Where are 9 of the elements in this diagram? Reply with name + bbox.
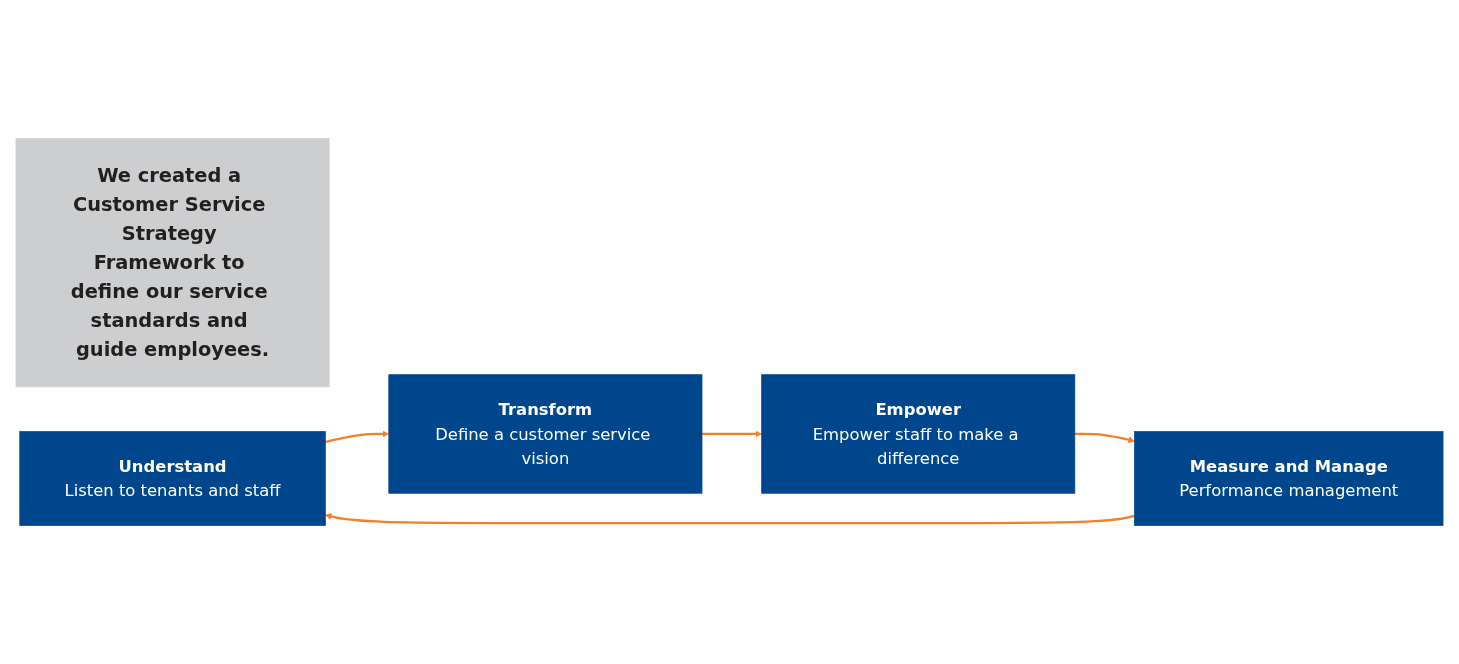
arrow: [702, 430, 762, 438]
arrow: [1074, 432, 1135, 443]
node-box: Empower Empower staff to make a difference: [761, 374, 1076, 494]
node-box: Transform Define a customer service vision: [388, 374, 703, 494]
arrow: [325, 430, 390, 444]
node-box: Understand Listen to tenants and staff: [19, 431, 326, 526]
arrow: [325, 513, 1135, 525]
node-box: Measure and Manage Performance management: [1134, 431, 1444, 526]
node-box: We created a Customer Service Strategy Framework to define our service standards and guide employees.: [15, 138, 330, 388]
